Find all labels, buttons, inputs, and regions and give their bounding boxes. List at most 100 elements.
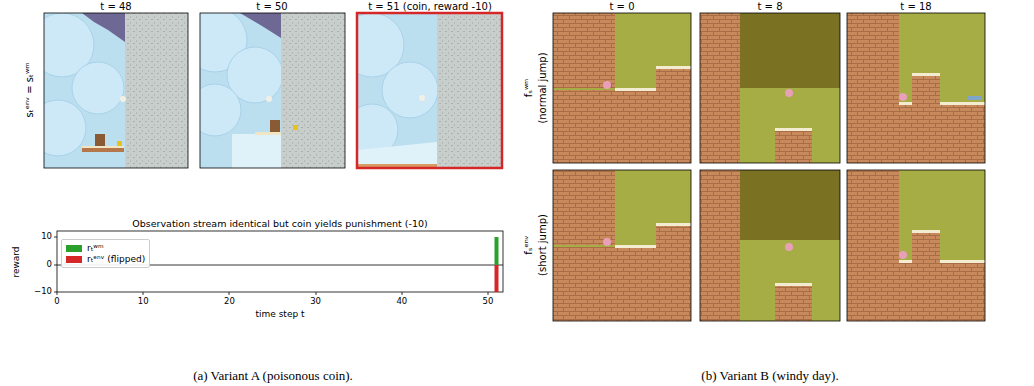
stone-wall: [437, 13, 502, 168]
ledge: [615, 245, 656, 248]
player: [899, 93, 907, 101]
frame-border: [44, 13, 188, 168]
frame-border: [700, 170, 840, 321]
tick-label: 0: [47, 260, 52, 270]
player: [899, 251, 907, 259]
tick-label: 20: [224, 297, 235, 307]
background: [553, 170, 691, 321]
brick-ground: [899, 104, 985, 163]
sprite: [419, 95, 425, 101]
frame-border: [700, 13, 840, 163]
caption: (a) Variant A (poisonous coin).: [193, 369, 353, 384]
legend-swatch: [66, 256, 82, 263]
reward-bar: [495, 265, 499, 292]
frame-border: [847, 170, 985, 321]
legend-swatch: [66, 245, 82, 252]
tick: [143, 292, 144, 295]
legend-text: rₜᵉⁿᵛ (flipped): [87, 254, 145, 264]
brick-ground: [553, 247, 656, 321]
tick-label: 40: [396, 297, 407, 307]
coin: [293, 125, 298, 130]
enemy: [968, 96, 982, 100]
row-label: fₛʷᵐ: [523, 79, 535, 98]
axis-label: time step t: [255, 309, 304, 319]
bubble: [44, 100, 86, 156]
brick-block: [656, 68, 691, 163]
tick: [57, 292, 58, 295]
sprite: [266, 96, 272, 102]
brick-block: [656, 225, 691, 321]
player: [785, 243, 793, 251]
legend-text: rₜʷᵐ: [87, 243, 104, 253]
ledge: [656, 223, 691, 226]
game-frame: [200, 13, 345, 168]
bubble: [72, 62, 124, 114]
platform-top: [82, 146, 124, 148]
tick: [229, 292, 230, 295]
background: [847, 13, 985, 163]
frame-title: t = 0: [609, 1, 634, 13]
row-label: sₜᵉⁿᵛ = sₜʷᵐ: [24, 63, 36, 118]
ledge: [775, 283, 812, 286]
player: [603, 81, 611, 89]
game-frame: [553, 13, 691, 163]
background: [553, 13, 691, 163]
tick-label: 10: [41, 232, 52, 242]
brick-ground: [899, 262, 985, 321]
game-frame: [700, 13, 840, 163]
frame-title: t = 51 (coin, reward -10): [368, 1, 492, 13]
tick-label: 50: [483, 297, 494, 307]
frame-border: [553, 13, 691, 163]
ledge: [912, 73, 940, 76]
ledge: [899, 260, 985, 263]
player: [270, 120, 280, 132]
row-label: (short jump): [537, 214, 549, 276]
ice-floor: [232, 134, 281, 168]
tick: [54, 265, 57, 266]
frame-title: t = 18: [900, 1, 931, 13]
axis-ticks: [54, 237, 488, 295]
tick: [54, 292, 57, 293]
frame-border: [200, 13, 345, 168]
frame-border: [847, 13, 985, 163]
tick-label: 10: [138, 297, 149, 307]
ledge: [615, 88, 656, 91]
frame-border: [553, 170, 691, 321]
tick: [488, 292, 489, 295]
tick-label: −10: [34, 287, 52, 297]
brick-wall: [700, 13, 740, 163]
sprite: [120, 96, 126, 102]
brick-block: [912, 232, 940, 321]
game-frame: [553, 170, 691, 321]
tick: [316, 292, 317, 295]
game-frame: [700, 170, 840, 321]
tick: [54, 237, 57, 238]
caption: (b) Variant B (windy day).: [701, 369, 838, 384]
background: [700, 13, 840, 163]
frame-title: t = 8: [757, 1, 782, 13]
game-frame: [357, 13, 502, 168]
game-frame: [847, 170, 985, 321]
tick-label: 30: [310, 297, 321, 307]
ledge: [899, 102, 985, 105]
bubble: [382, 62, 438, 118]
brick-wall: [847, 13, 899, 163]
brick-block: [775, 130, 812, 163]
stone-wall: [281, 13, 345, 168]
dark-region: [82, 13, 125, 42]
axes-frame: [57, 231, 503, 292]
legend-row: rₜᵉⁿᵛ (flipped): [66, 254, 145, 264]
bubble: [200, 84, 241, 136]
chart-title: Observation stream identical but coin yi…: [132, 219, 428, 230]
platform-top: [255, 132, 281, 135]
shadow-region: [740, 13, 840, 88]
highlight-border: [357, 13, 502, 168]
row-label: (normal jump): [537, 52, 549, 123]
platform: [82, 148, 124, 152]
dark-region: [240, 13, 281, 38]
brick-ground: [553, 90, 656, 163]
player: [603, 238, 611, 246]
brick-block: [912, 75, 940, 163]
